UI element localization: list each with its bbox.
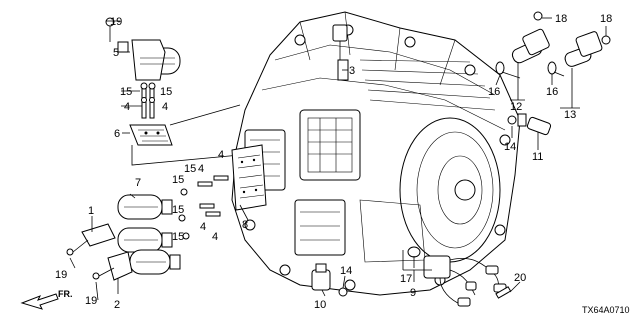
callout-16: 16 xyxy=(546,86,558,98)
callout-10: 10 xyxy=(314,299,326,311)
callout-15: 15 xyxy=(172,231,184,243)
callout-13: 13 xyxy=(564,109,576,121)
callout-2: 2 xyxy=(114,299,120,311)
solenoid-bracket xyxy=(66,223,133,281)
wire-harness xyxy=(407,246,512,307)
valve-cover-plate xyxy=(231,144,267,211)
callout-14: 14 xyxy=(340,265,352,277)
callout-4: 4 xyxy=(162,101,168,113)
callout-15: 15 xyxy=(172,204,184,216)
callout-15: 15 xyxy=(172,174,184,186)
callout-16: 16 xyxy=(488,86,500,98)
callout-19: 19 xyxy=(55,269,67,281)
leader-lines xyxy=(69,17,607,301)
callout-8: 8 xyxy=(242,219,248,231)
callout-6: 6 xyxy=(114,128,120,140)
callout-15: 15 xyxy=(184,163,196,175)
callout-4: 4 xyxy=(200,221,206,233)
callout-18: 18 xyxy=(555,13,567,25)
speed-sensor-right xyxy=(547,31,611,77)
pressure-switch-right xyxy=(507,113,552,136)
diagram-code: TX64A0710 xyxy=(582,305,630,315)
callout-15: 15 xyxy=(120,86,132,98)
callout-5: 5 xyxy=(113,47,119,59)
callout-7: 7 xyxy=(135,177,141,189)
callout-labels: 19 5 15 15 4 4 6 7 1 19 19 2 15 4 4 15 1… xyxy=(55,13,612,311)
front-direction-label: FR. xyxy=(58,289,73,299)
shift-solenoid-upper xyxy=(105,17,181,119)
callout-14: 14 xyxy=(504,141,516,153)
callout-19: 19 xyxy=(85,295,97,307)
callout-1: 1 xyxy=(88,205,94,217)
bolts-group xyxy=(178,175,229,240)
callout-4: 4 xyxy=(212,231,218,243)
callout-4: 4 xyxy=(218,149,224,161)
solenoid-gasket-plate xyxy=(129,104,241,166)
callout-15: 15 xyxy=(160,86,172,98)
callout-9: 9 xyxy=(410,287,416,299)
callout-4: 4 xyxy=(198,163,204,175)
callout-12: 12 xyxy=(510,101,522,113)
speed-sensor-upper xyxy=(495,11,550,79)
transmission-housing xyxy=(231,11,521,296)
callout-17: 17 xyxy=(400,273,412,285)
callout-3: 3 xyxy=(349,65,355,77)
front-direction-arrow: FR. xyxy=(20,289,73,310)
shift-solenoid-lower xyxy=(117,194,181,275)
callout-20: 20 xyxy=(514,272,526,284)
callout-4: 4 xyxy=(124,101,130,113)
callout-11: 11 xyxy=(532,151,543,163)
callout-19: 19 xyxy=(110,16,122,28)
callout-18: 18 xyxy=(600,13,612,25)
